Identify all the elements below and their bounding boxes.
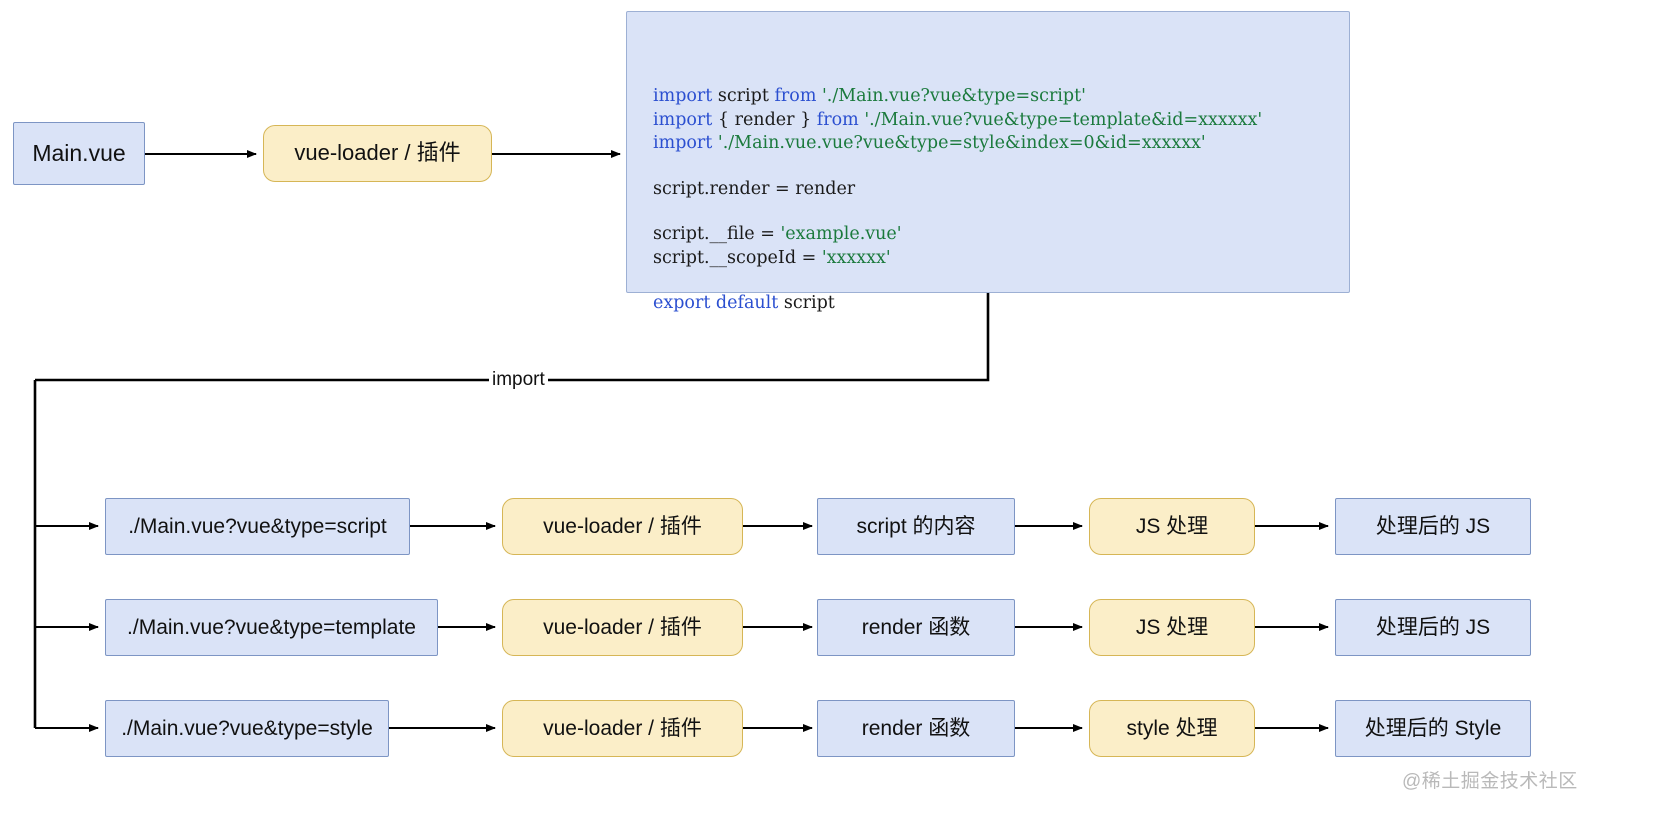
node-output-row1[interactable]: 处理后的 JS [1335,498,1531,555]
node-label: render 函数 [861,615,971,639]
code-line [653,201,1349,223]
code-line [653,270,1349,292]
node-label: ./Main.vue?vue&type=template [127,615,416,639]
node-label: vue-loader / 插件 [543,514,702,538]
node-label: JS 处理 [1135,615,1209,639]
node-label: ./Main.vue?vue&type=script [128,514,387,538]
node-content-row1[interactable]: script 的内容 [817,498,1015,555]
code-token: from [816,109,865,130]
code-token: './Main.vue?vue&type=script' [821,86,1086,106]
node-content-row3[interactable]: render 函数 [817,700,1015,757]
node-label: ./Main.vue?vue&type=style [121,716,373,740]
node-label: Main.vue [32,139,126,166]
code-token: './Main.vue?vue&type=template&id=xxxxxx' [864,109,1263,130]
node-processor-row1[interactable]: JS 处理 [1089,498,1255,555]
node-source-main-vue[interactable]: Main.vue [13,122,145,185]
node-loader-row1[interactable]: vue-loader / 插件 [502,498,743,555]
node-label: render 函数 [861,716,971,740]
node-processor-row3[interactable]: style 处理 [1089,700,1255,757]
code-token: import [653,86,718,106]
node-label: 处理后的 JS [1375,514,1491,538]
watermark: @稀土掘金技术社区 [1402,771,1578,792]
node-content-row2[interactable]: render 函数 [817,599,1015,656]
node-label: vue-loader / 插件 [543,716,702,740]
code-line [653,156,1349,178]
node-label: 处理后的 JS [1375,615,1491,639]
node-label: vue-loader / 插件 [294,140,461,166]
node-vue-loader-top[interactable]: vue-loader / 插件 [263,125,492,182]
code-token: './Main.vue.vue?vue&type=style&index=0&i… [717,133,1206,153]
node-label: vue-loader / 插件 [543,615,702,639]
code-token: 'xxxxxx' [821,247,891,268]
node-label: script 的内容 [856,514,976,538]
code-token: import [653,109,718,130]
code-token: script.render = render [653,178,856,199]
node-output-row2[interactable]: 处理后的 JS [1335,599,1531,656]
node-loader-row3[interactable]: vue-loader / 插件 [502,700,743,757]
node-request-template[interactable]: ./Main.vue?vue&type=template [105,599,438,656]
code-token: from [774,86,822,106]
code-token: import [653,133,718,153]
node-label: style 处理 [1126,716,1218,740]
code-line: import { render } from './Main.vue?vue&t… [653,109,1349,133]
node-output-row3[interactable]: 处理后的 Style [1335,700,1531,757]
code-line: import './Main.vue.vue?vue&type=style&in… [653,132,1349,156]
node-processor-row2[interactable]: JS 处理 [1089,599,1255,656]
code-token: script.__file = [653,224,781,244]
code-line: import script from './Main.vue?vue&type=… [653,85,1349,109]
code-line: script.render = render [653,178,1349,202]
code-line: export default script [653,292,1349,316]
node-label: JS 处理 [1135,514,1209,538]
code-line: script.__scopeId = 'xxxxxx' [653,247,1349,271]
generated-code-block: import script from './Main.vue?vue&type=… [626,11,1350,313]
code-line: script.__file = 'example.vue' [653,223,1349,247]
node-loader-row2[interactable]: vue-loader / 插件 [502,599,743,656]
code-token: 'example.vue' [780,224,902,244]
code-token: script.__scopeId = [653,247,822,268]
edge-label-import: import [489,370,548,390]
code-token: { render } [717,109,817,130]
node-request-script[interactable]: ./Main.vue?vue&type=script [105,498,410,555]
node-label: 处理后的 Style [1364,716,1502,740]
code-token: export default [653,293,784,313]
code-token: script [717,86,775,106]
code-token: script [783,293,835,313]
code-lines: import script from './Main.vue?vue&type=… [653,85,1349,316]
node-request-style[interactable]: ./Main.vue?vue&type=style [105,700,389,757]
